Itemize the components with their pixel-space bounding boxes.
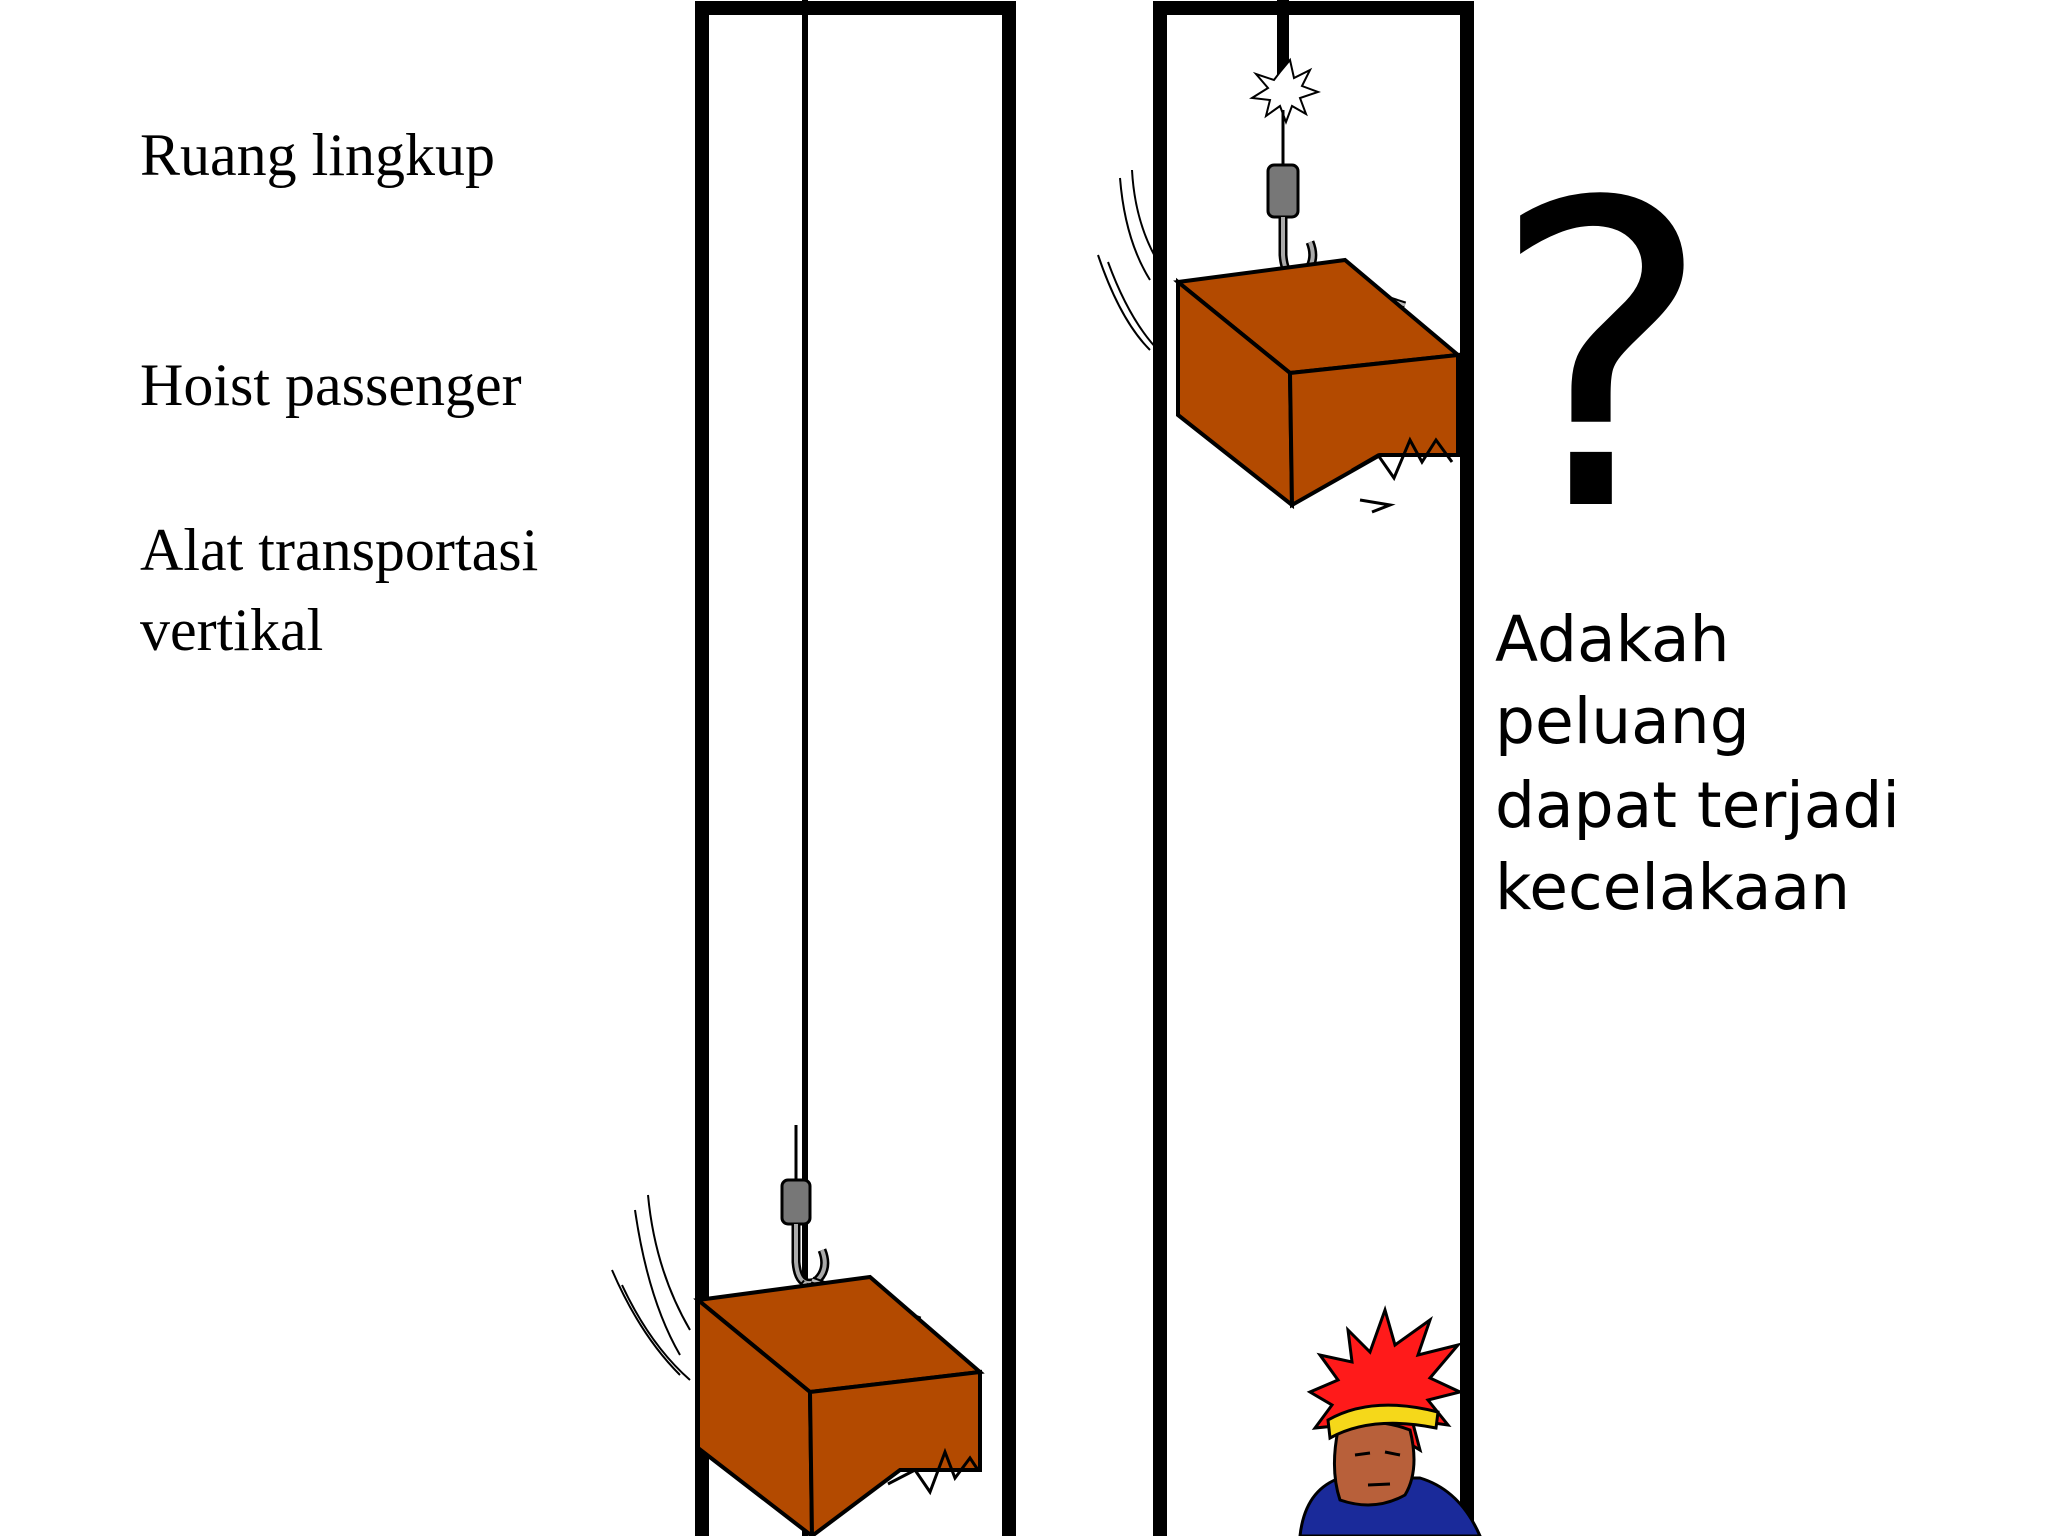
- question-line1: Adakah: [1495, 603, 1730, 676]
- label-transport-line1: Alat transportasi: [140, 517, 539, 583]
- question-line4: kecelakaan: [1495, 851, 1851, 924]
- right-load: [1097, 110, 1463, 514]
- label-scope: Ruang lingkup: [140, 122, 495, 188]
- snap-spark: [1249, 57, 1321, 125]
- label-transport-line2: vertikal: [140, 597, 324, 663]
- label-hoist: Hoist passenger: [140, 352, 522, 418]
- question-line3: dapat terjadi: [1495, 769, 1900, 842]
- right-hoist-shaft: [1153, 0, 1474, 1536]
- question-line2: peluang: [1495, 685, 1750, 758]
- left-load: [611, 1125, 985, 1536]
- worker-figure: [1298, 1305, 1482, 1536]
- question-mark: ?: [1490, 115, 1713, 604]
